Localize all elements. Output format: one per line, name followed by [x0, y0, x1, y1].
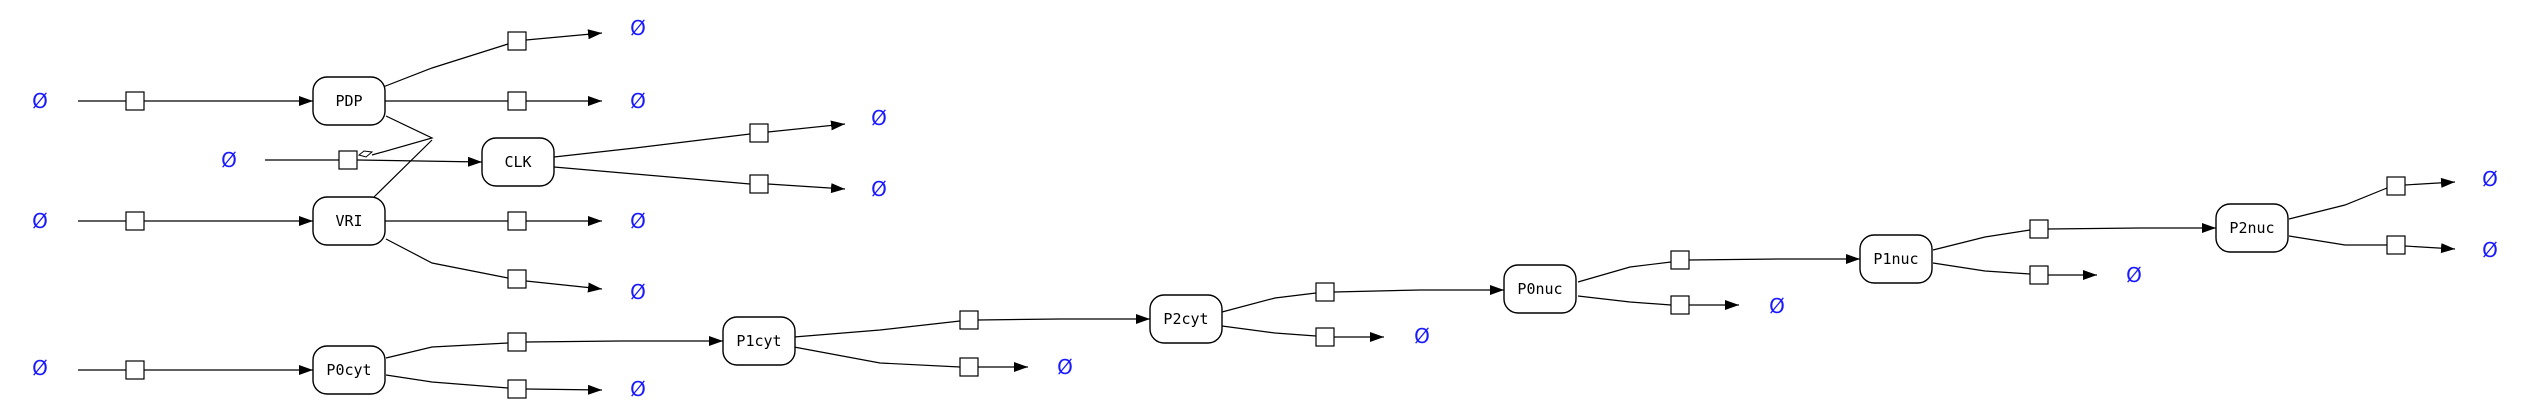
- species-label: P1cyt: [736, 332, 781, 350]
- empty-set-source: Ø: [32, 89, 48, 113]
- reaction-node: [2386, 176, 2406, 196]
- species-node-p2cyt: P2cyt: [1149, 294, 1223, 344]
- species-label: PDP: [335, 92, 362, 110]
- reaction-node: [507, 211, 527, 231]
- species-node-p0cyt: P0cyt: [312, 345, 386, 395]
- species-label: P2nuc: [2229, 219, 2274, 237]
- empty-set-source: Ø: [32, 209, 48, 233]
- reaction-node: [507, 332, 527, 352]
- reaction-node: [2029, 219, 2049, 239]
- empty-set-sink: Ø: [630, 209, 646, 233]
- reaction-node: [1670, 250, 1690, 270]
- species-label: P1nuc: [1873, 250, 1918, 268]
- species-label: CLK: [504, 153, 531, 171]
- reaction-node: [2386, 235, 2406, 255]
- reaction-node: [959, 310, 979, 330]
- empty-set-sink: Ø: [630, 280, 646, 304]
- empty-set-sink: Ø: [630, 377, 646, 401]
- empty-set-sink: Ø: [1769, 294, 1785, 318]
- empty-set-sink: Ø: [871, 106, 887, 130]
- empty-set-nodes: Ø Ø Ø Ø Ø Ø Ø Ø Ø Ø Ø Ø Ø Ø Ø Ø Ø: [32, 16, 2498, 401]
- modifier-diamond-icon: [357, 150, 374, 158]
- species-label: P0nuc: [1517, 280, 1562, 298]
- empty-set-sink: Ø: [871, 177, 887, 201]
- edges: [78, 29, 2456, 395]
- species-node-clk: CLK: [481, 137, 555, 187]
- reaction-node: [125, 91, 145, 111]
- species-node-p0nuc: P0nuc: [1503, 264, 1577, 314]
- reaction-nodes: [125, 31, 2406, 399]
- reaction-node: [125, 211, 145, 231]
- reaction-node: [1315, 327, 1335, 347]
- reaction-node: [1315, 282, 1335, 302]
- empty-set-source: Ø: [32, 356, 48, 380]
- reaction-node: [507, 91, 527, 111]
- reaction-node: [959, 357, 979, 377]
- species-node-p1cyt: P1cyt: [722, 316, 796, 366]
- reaction-node: [749, 123, 769, 143]
- empty-set-sink: Ø: [2126, 263, 2142, 287]
- species-node-vri: VRI: [312, 196, 386, 246]
- empty-set-sink: Ø: [1414, 324, 1430, 348]
- species-label: P0cyt: [326, 361, 371, 379]
- empty-set-source: Ø: [221, 148, 237, 172]
- species-label: VRI: [335, 212, 362, 230]
- empty-set-sink: Ø: [630, 16, 646, 40]
- empty-set-sink: Ø: [2482, 238, 2498, 262]
- empty-set-sink: Ø: [2482, 167, 2498, 191]
- species-node-p2nuc: P2nuc: [2215, 203, 2289, 253]
- reaction-node: [2029, 265, 2049, 285]
- reaction-node: [507, 379, 527, 399]
- species-label: P2cyt: [1163, 310, 1208, 328]
- species-node-pdp: PDP: [312, 76, 386, 126]
- reaction-node: [507, 31, 527, 51]
- empty-set-sink: Ø: [630, 89, 646, 113]
- reaction-node: [338, 150, 358, 170]
- reaction-node: [749, 174, 769, 194]
- species-node-p1nuc: P1nuc: [1859, 234, 1933, 284]
- reaction-node: [125, 360, 145, 380]
- reaction-node: [1670, 295, 1690, 315]
- empty-set-sink: Ø: [1057, 355, 1073, 379]
- reaction-node: [507, 269, 527, 289]
